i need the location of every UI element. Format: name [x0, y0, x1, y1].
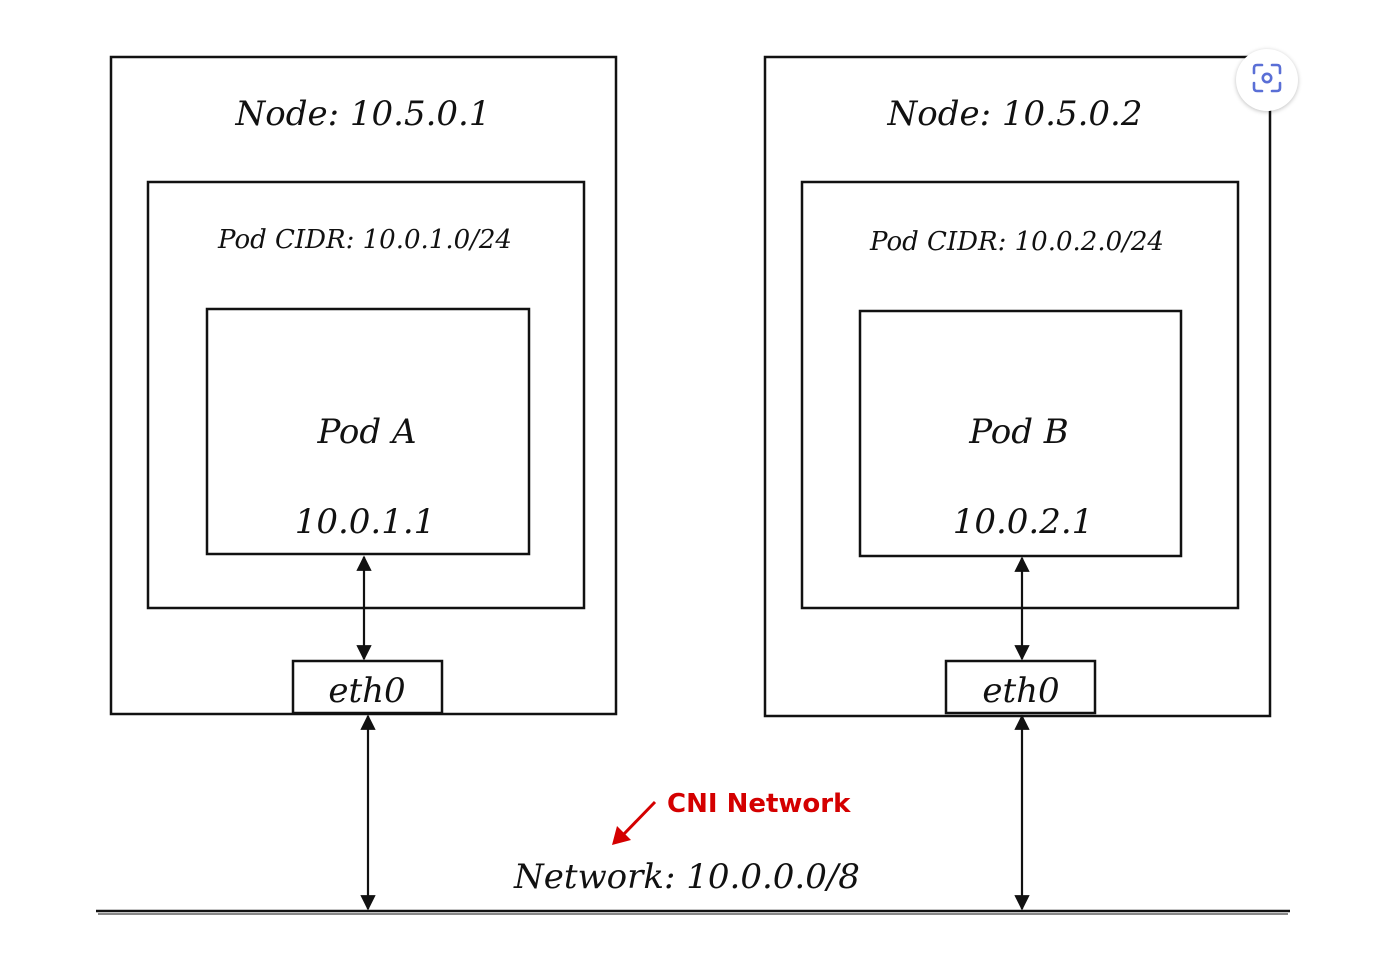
pod-b-ip: 10.0.2.1 — [953, 502, 1094, 542]
pod-a-name: Pod A — [316, 412, 416, 452]
network: Network: 10.0.0.0/8 — [96, 857, 1290, 915]
node-2: Node: 10.5.0.2 Pod CIDR: 10.0.2.0/24 Pod… — [763, 55, 1272, 718]
pod-a-ip: 10.0.1.1 — [295, 502, 436, 542]
node-1: Node: 10.5.0.1 Pod CIDR: 10.0.1.0/24 Pod… — [109, 55, 618, 716]
cni-pointer-arrow-line — [620, 800, 657, 838]
node-1-eth0-box — [291, 659, 444, 715]
pod-b-box — [858, 309, 1183, 558]
node-1-pod-cidr-label: Pod CIDR: 10.0.1.0/24 — [217, 225, 512, 255]
node-2-box — [763, 55, 1272, 718]
connectors — [356, 555, 1030, 911]
cni-network-label: CNI Network — [667, 789, 851, 819]
pod-a-box — [205, 307, 531, 556]
visual-search-button[interactable] — [1236, 49, 1298, 111]
node-2-eth0-label: eth0 — [982, 671, 1059, 711]
network-label: Network: 10.0.0.0/8 — [513, 857, 860, 897]
cni-annotation: CNI Network — [612, 789, 851, 845]
node-2-label: Node: 10.5.0.2 — [887, 94, 1143, 134]
pod-b-name: Pod B — [968, 412, 1069, 452]
cni-pointer-arrow-head — [612, 826, 631, 845]
node-1-eth0-label: eth0 — [328, 671, 405, 711]
visual-search-icon — [1250, 61, 1284, 99]
node-2-pod-cidr-label: Pod CIDR: 10.0.2.0/24 — [869, 227, 1164, 257]
node-1-label: Node: 10.5.0.1 — [235, 94, 491, 134]
node-2-eth0-box — [944, 659, 1097, 715]
